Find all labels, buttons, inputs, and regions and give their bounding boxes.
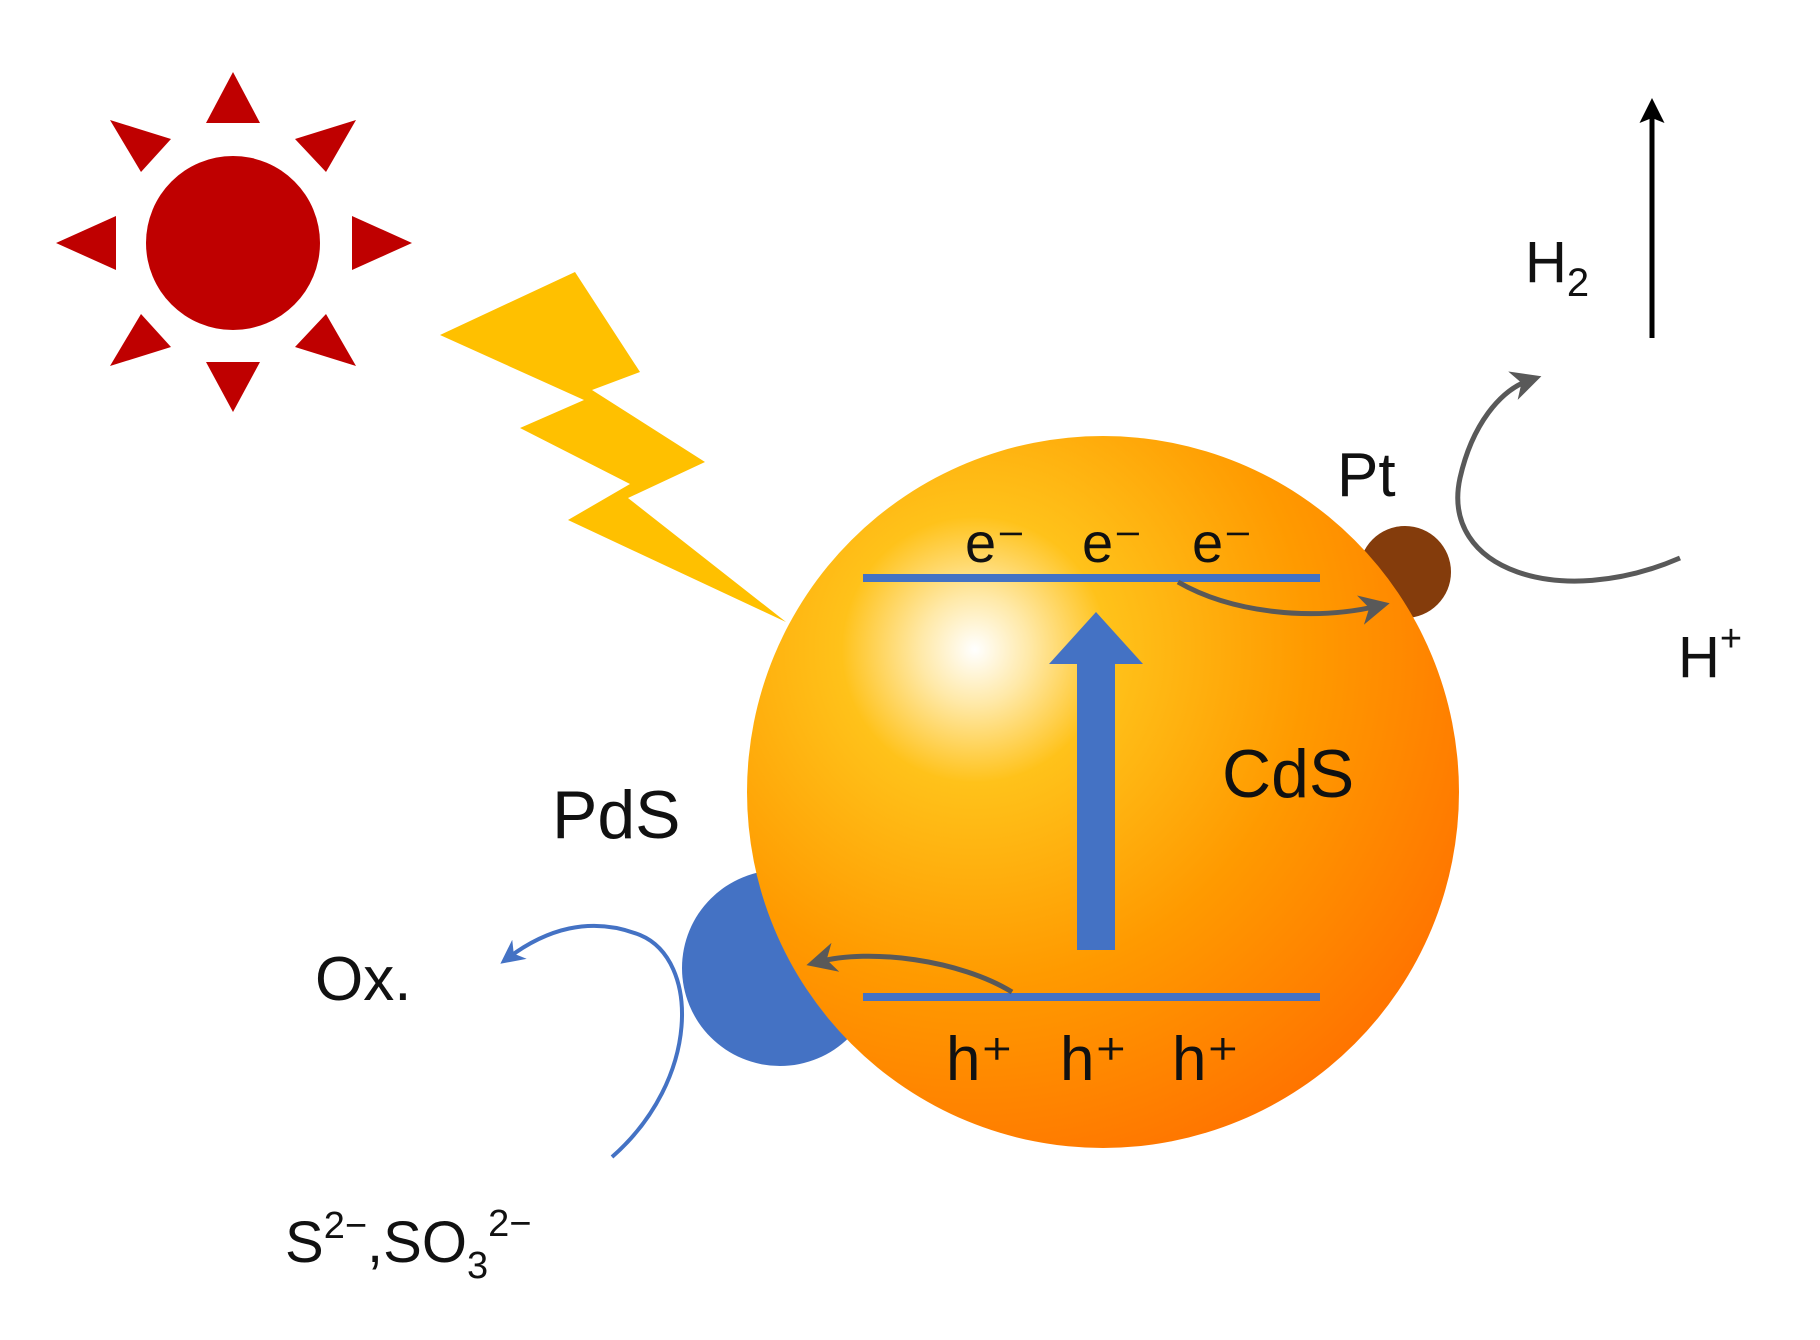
sacrificial-agent-label: S2−,SO32−	[285, 1203, 531, 1287]
lightning-icon	[440, 272, 786, 622]
cds-label: CdS	[1222, 736, 1354, 812]
h2-label: H2	[1525, 230, 1589, 305]
electron-transfer-arrow	[1176, 579, 1390, 625]
pds-label: PdS	[552, 777, 681, 853]
proton-reduction-arrow	[1455, 371, 1681, 584]
excitation-arrow	[1049, 612, 1143, 950]
hole-transfer-arrow	[806, 942, 1014, 995]
hole-label: h⁺	[1060, 1025, 1127, 1094]
electron-label: e⁻	[1082, 511, 1143, 574]
sun-icon	[56, 72, 412, 412]
electron-label: e⁻	[965, 511, 1026, 574]
hole-label: h⁺	[946, 1025, 1013, 1094]
pt-label: Pt	[1337, 441, 1396, 510]
h-plus-label: H+	[1678, 618, 1742, 690]
electron-label: e⁻	[1192, 511, 1253, 574]
ox-label: Ox.	[315, 945, 411, 1014]
oxidation-arrow	[500, 923, 684, 1159]
hole-label: h⁺	[1172, 1025, 1239, 1094]
